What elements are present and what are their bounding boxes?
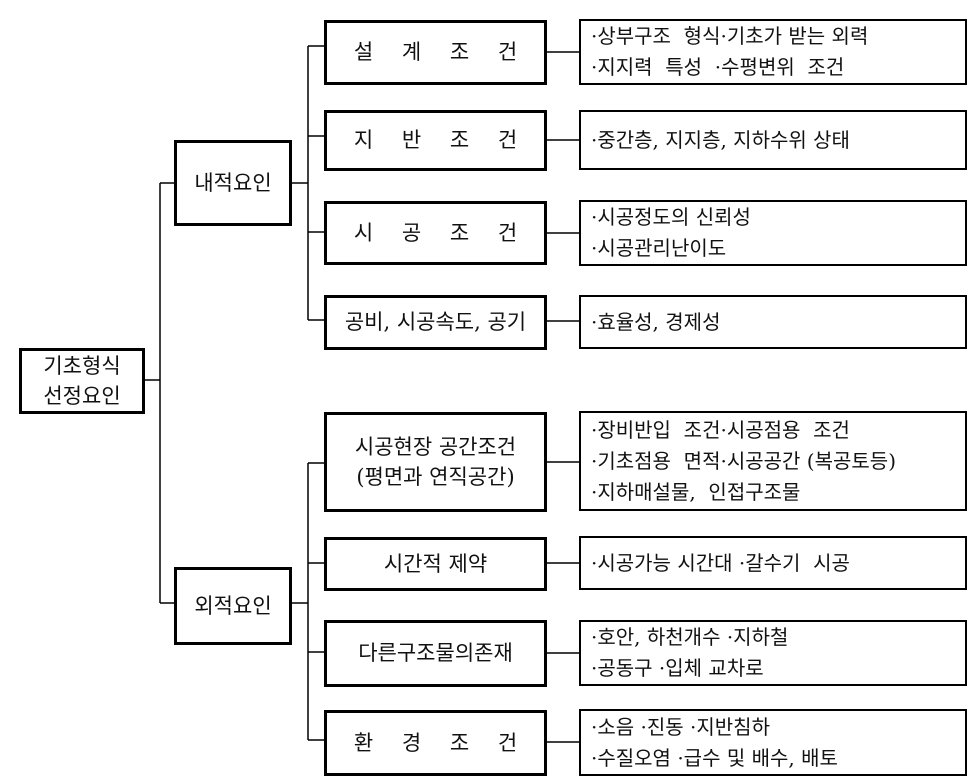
detail-line: ·중간층, 지지층, 지하수위 상태	[591, 127, 850, 152]
detail-line: ·기초점용 면적·시공공간 (복공토등)	[591, 448, 896, 473]
condition-node: 시공현장 공간조건 (평면과 연직공간)	[324, 412, 547, 512]
detail-node: ·중간층, 지지층, 지하수위 상태	[579, 110, 967, 170]
detail-node: ·호안, 하천개수 ·지하철 ·공동구 ·입체 교차로	[579, 620, 967, 686]
condition-label: 지 반 조 건	[353, 128, 529, 153]
condition-node: 시간적 제약	[324, 537, 547, 591]
condition-node: 환 경 조 건	[324, 710, 547, 776]
root-node: 기초형식 선정요인	[19, 348, 145, 414]
detail-line: ·상부구조 형식·기초가 받는 외력	[591, 24, 869, 48]
detail-node: ·상부구조 형식·기초가 받는 외력 ·지지력 특성 ·수평변위 조건	[579, 19, 967, 85]
condition-node: 지 반 조 건	[324, 110, 547, 171]
condition-label: 공비, 시공속도, 공기	[344, 310, 527, 335]
condition-node: 설 계 조 건	[324, 20, 547, 85]
detail-line: ·호안, 하천개수 ·지하철	[591, 625, 789, 649]
detail-line: ·공동구 ·입체 교차로	[591, 656, 764, 680]
group-label: 외적요인	[194, 593, 272, 618]
detail-line: ·장비반입 조건·시공점용 조건	[591, 417, 850, 442]
detail-node: ·소음 ·진동 ·지반침하 ·수질오염 ·급수 및 배수, 배토	[579, 709, 967, 776]
condition-label: 시 공 조 건	[353, 220, 529, 245]
detail-line: ·시공정도의 신뢰성	[591, 205, 751, 229]
group-label: 내적요인	[194, 170, 272, 195]
detail-line: ·시공가능 시간대 ·갈수기 시공	[591, 550, 850, 575]
condition-node: 다른구조물의존재	[324, 620, 547, 687]
group-node-internal: 내적요인	[174, 140, 292, 226]
condition-label: 설 계 조 건	[353, 40, 529, 65]
detail-line: ·수질오염 ·급수 및 배수, 배토	[591, 745, 838, 770]
condition-label: 시공현장 공간조건 (평면과 연직공간)	[354, 434, 517, 489]
condition-label: 환 경 조 건	[353, 730, 529, 755]
detail-node: ·장비반입 조건·시공점용 조건 ·기초점용 면적·시공공간 (복공토등) ·지…	[579, 411, 967, 511]
condition-node: 시 공 조 건	[324, 201, 547, 265]
detail-line: ·효율성, 경제성	[591, 309, 721, 334]
detail-node: ·시공정도의 신뢰성 ·시공관리난이도	[579, 200, 967, 266]
detail-line: ·소음 ·진동 ·지반침하	[591, 714, 770, 739]
detail-line: ·지하매설물, 인접구조물	[591, 479, 801, 504]
detail-line: ·지지력 특성 ·수평변위 조건	[591, 55, 845, 79]
detail-node: ·효율성, 경제성	[579, 295, 967, 349]
detail-node: ·시공가능 시간대 ·갈수기 시공	[579, 536, 967, 590]
condition-node: 공비, 시공속도, 공기	[324, 295, 547, 350]
root-label: 기초형식 선정요인	[43, 353, 121, 408]
condition-label: 시간적 제약	[383, 551, 488, 576]
detail-line: ·시공관리난이도	[591, 236, 727, 260]
group-node-external: 외적요인	[174, 567, 292, 645]
condition-label: 다른구조물의존재	[358, 641, 513, 666]
